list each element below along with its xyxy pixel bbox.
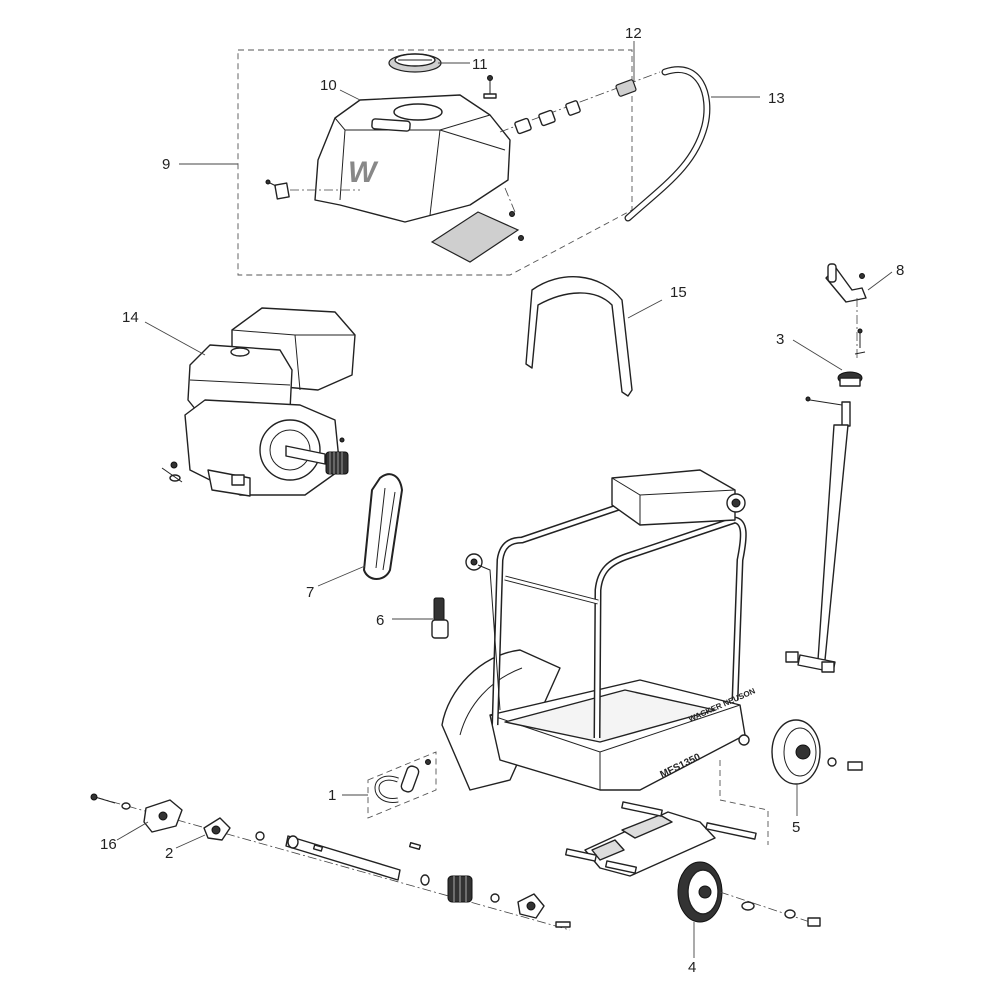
callout-5: 5 xyxy=(792,819,800,836)
engine xyxy=(161,307,356,497)
engine-pulley xyxy=(325,437,349,475)
fuel-valve-fittings xyxy=(499,71,661,135)
callout-7: 7 xyxy=(306,584,314,601)
tank-clamp-screw xyxy=(483,75,497,99)
depth-control-knob xyxy=(805,328,866,406)
front-axle-bracket xyxy=(565,801,757,877)
callout-9: 9 xyxy=(162,156,170,173)
plate-screws xyxy=(504,187,524,241)
callout-14: 14 xyxy=(122,309,139,326)
callout-12: 12 xyxy=(625,25,642,42)
belt-tensioner xyxy=(431,597,449,639)
front-wheel xyxy=(677,861,821,927)
callout-13: 13 xyxy=(768,90,785,107)
fuel-cap xyxy=(388,53,442,73)
blade-shaft-assembly xyxy=(90,793,571,931)
callout-6: 6 xyxy=(376,612,384,629)
saw-frame: WACKER NEUSON MFS1350 xyxy=(441,469,757,791)
fuel-hose xyxy=(624,66,711,222)
tank-bracket-left xyxy=(265,179,360,200)
tank-logo: W xyxy=(348,156,379,189)
fuel-tank: W xyxy=(314,94,511,223)
u-clamp-set xyxy=(367,751,437,819)
depth-crank-handle xyxy=(825,263,867,360)
callout-15: 15 xyxy=(670,284,687,301)
depth-control-rod xyxy=(785,401,851,673)
belt-guard-strap xyxy=(525,276,633,397)
callout-labels: 9 10 11 12 13 14 15 8 3 7 6 1 16 2 5 4 xyxy=(100,25,904,976)
callout-8: 8 xyxy=(896,262,904,279)
callout-1: 1 xyxy=(328,787,336,804)
tank-mounting-plate xyxy=(430,211,520,263)
rear-wheel xyxy=(771,719,863,785)
callout-16: 16 xyxy=(100,836,117,853)
callout-2: 2 xyxy=(165,845,173,862)
callout-4: 4 xyxy=(688,959,696,976)
callout-3: 3 xyxy=(776,331,784,348)
callout-10: 10 xyxy=(320,77,337,94)
fuel-tank-assembly-group: W xyxy=(237,49,661,276)
v-belt xyxy=(363,473,403,580)
leader-lines xyxy=(116,41,893,958)
rear-axle-guide-line xyxy=(719,760,769,845)
callout-11: 11 xyxy=(472,56,488,73)
